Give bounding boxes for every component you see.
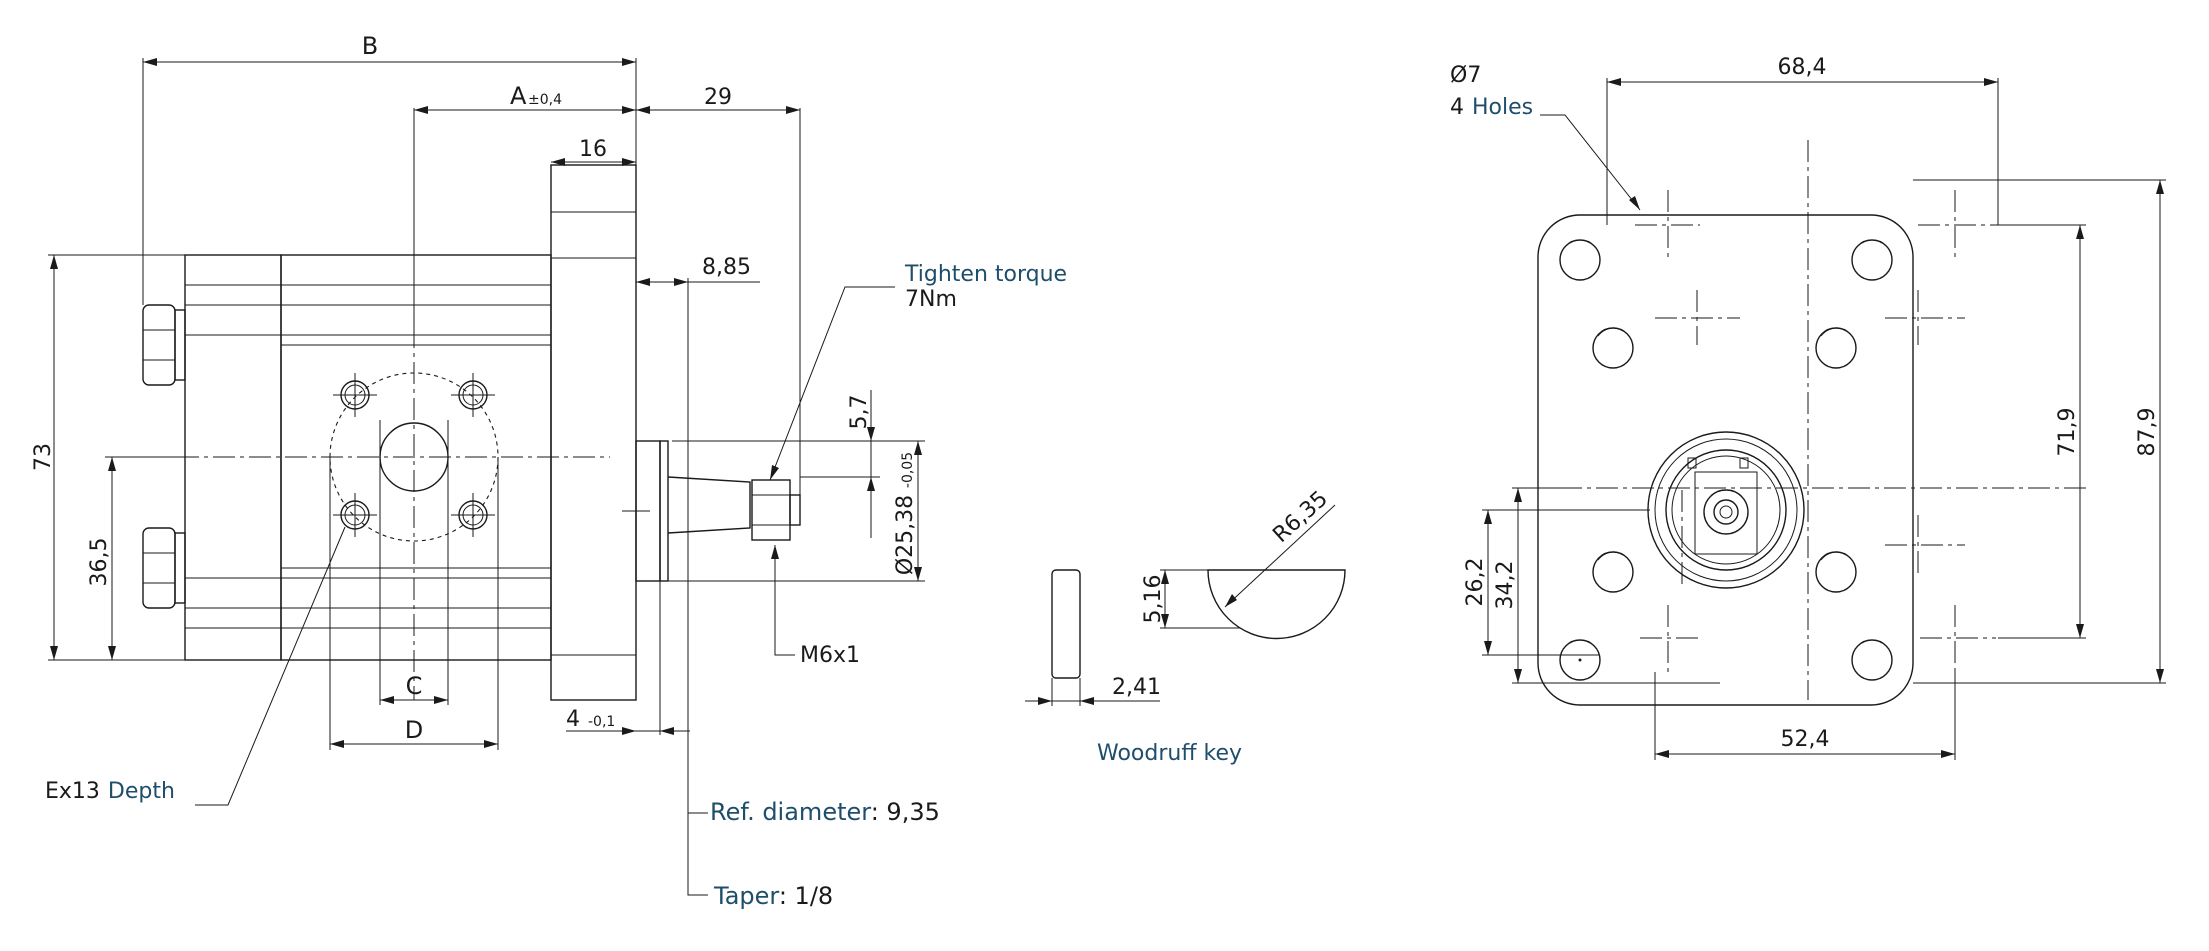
dim-26-2: 26,2 (1463, 558, 1488, 607)
dim-87-9: 87,9 (2135, 408, 2160, 457)
woodruff-caption: Woodruff key (1097, 741, 1242, 766)
mount-hole-tr (1851, 239, 1893, 281)
dim-a-tol: ±0,4 (528, 92, 562, 108)
thread-stub (789, 494, 801, 526)
dim-4: 4 (566, 707, 580, 732)
tighten-torque-value: 7Nm (905, 287, 957, 312)
front-flange (550, 164, 637, 701)
dim-5-7: 5,7 (847, 395, 872, 430)
dim-71-9: 71,9 (2055, 408, 2080, 457)
dim-36-5: 36,5 (87, 538, 112, 587)
nut (751, 479, 791, 541)
hole-cross-marks (1635, 190, 1998, 672)
holes-diameter: Ø7 (1450, 63, 1481, 88)
dim-4-tol: -0,1 (588, 714, 615, 730)
dim-b: B (362, 32, 378, 60)
dim-52-4: 52,4 (1781, 727, 1830, 752)
taper-shaft (667, 476, 751, 534)
port-screws (333, 373, 495, 537)
pilot-circle (1647, 431, 1805, 589)
bolt-head-top (142, 304, 176, 386)
thread-label: M6x1 (800, 643, 860, 668)
dim-a: A (510, 82, 527, 110)
shaft (659, 440, 669, 582)
mount-hole-tl (1559, 239, 1601, 281)
mount-hole-br (1851, 639, 1893, 681)
dim-5-16: 5,16 (1141, 575, 1166, 624)
dim-25-38-tol: -0,05 (900, 452, 916, 488)
dim-73: 73 (31, 443, 56, 471)
front-view: 68,4 71,9 87,9 26,2 34,2 52,4 (1450, 55, 2166, 760)
key-side (1051, 569, 1081, 679)
dim-68-4: 68,4 (1778, 55, 1827, 80)
dim-r6-35: R6,35 (1268, 486, 1332, 548)
woodruff-key: 5,16 2,41 R6,35 Woodruff key (1025, 486, 1346, 766)
dim-25-38: Ø25,38 (893, 495, 918, 575)
dim-c: C (406, 672, 423, 700)
tighten-torque-label: Tighten torque (904, 262, 1067, 287)
flange-outline (1537, 214, 1914, 706)
side-view: B A ±0,4 29 16 8,85 73 36,5 (31, 32, 1067, 910)
dim-8-85: 8,85 (702, 255, 751, 280)
mount-hole-bl (1559, 639, 1601, 681)
dim-16: 16 (579, 137, 607, 162)
dim-29: 29 (704, 85, 732, 110)
ref-diameter: Ref. diameter: 9,35 (710, 798, 940, 826)
key-profile (1207, 569, 1346, 640)
bolt-head-bottom (142, 527, 176, 609)
taper: Taper: 1/8 (713, 882, 833, 910)
dim-34-2: 34,2 (1493, 561, 1518, 610)
dim-2-41: 2,41 (1112, 675, 1161, 700)
dim-d: D (405, 716, 423, 744)
